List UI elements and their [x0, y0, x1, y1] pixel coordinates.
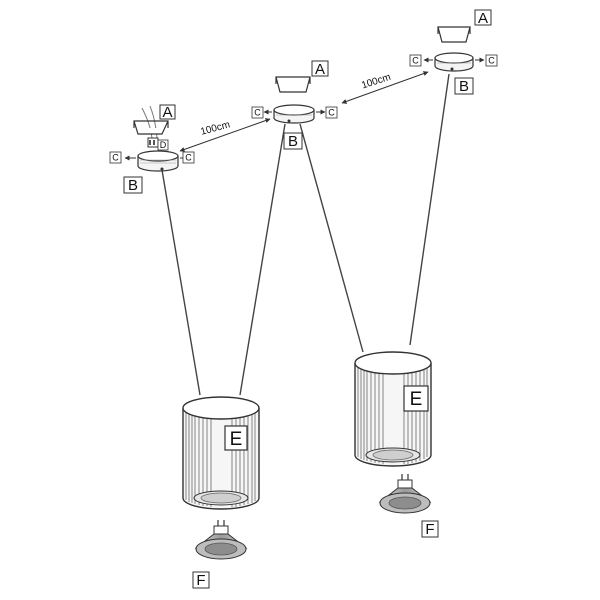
label-shade-right: E	[403, 385, 429, 412]
label-shade-left: E	[224, 425, 248, 451]
canopy-right	[434, 52, 474, 72]
mounting-bracket-middle	[275, 76, 311, 93]
label-text: B	[288, 133, 298, 150]
label-text: C	[412, 56, 419, 66]
label-text: A	[162, 104, 172, 121]
label-bracket-right: A	[474, 9, 492, 27]
label-text: D	[160, 140, 167, 150]
label-canopy-left: B	[123, 176, 143, 194]
label-text: B	[128, 177, 138, 194]
dimension-right: 100cm	[341, 71, 429, 104]
label-text: C	[254, 108, 261, 118]
label-text: E	[230, 429, 243, 450]
suspension-cables	[161, 73, 450, 396]
label-text: A	[478, 10, 488, 27]
label-text: C	[112, 153, 119, 163]
label-bracket-left: A	[159, 104, 176, 121]
spacing-label-left: 100cm	[199, 119, 231, 137]
label-screw-right-a: C	[409, 54, 422, 67]
label-screw-middle-b: C	[325, 106, 338, 119]
label-bulb-right: F	[421, 520, 439, 538]
label-text: F	[425, 521, 434, 538]
mounting-bracket-left	[133, 120, 169, 135]
label-screw-middle-a: C	[251, 106, 264, 119]
label-text: F	[196, 572, 205, 589]
canopy-middle	[273, 104, 315, 124]
label-screw-left-a: C	[109, 151, 122, 164]
dimension-left: 100cm	[179, 118, 271, 152]
left-ceiling-mount: A D C C B	[109, 104, 195, 194]
shade-right: E	[354, 351, 432, 467]
label-text: C	[488, 56, 495, 66]
spacing-label-right: 100cm	[360, 72, 392, 92]
bulb-left: F	[192, 520, 248, 589]
label-canopy-middle: B	[283, 132, 303, 150]
mounting-bracket-right	[437, 26, 471, 43]
label-text: A	[315, 61, 325, 78]
label-text: E	[410, 389, 423, 410]
label-bracket-middle: A	[311, 60, 329, 78]
label-text: B	[459, 78, 469, 95]
right-ceiling-mount: A C C B	[409, 9, 498, 95]
bulb-right: F	[378, 474, 439, 538]
label-connector: D	[157, 139, 169, 151]
cable-middle-canopy-to-right-shade	[299, 123, 364, 353]
cable-middle-canopy-to-left-shade	[239, 123, 286, 396]
label-text: C	[185, 153, 192, 163]
label-screw-right-b: C	[485, 54, 498, 67]
cable-left-canopy-to-left-shade	[161, 169, 201, 396]
canopy-left	[137, 150, 179, 172]
label-bulb-left: F	[192, 571, 210, 589]
label-text: C	[328, 108, 335, 118]
label-canopy-right: B	[454, 77, 474, 95]
cable-right-canopy-to-right-shade	[409, 73, 450, 346]
label-screw-left-b: C	[182, 151, 195, 164]
shade-left: E	[182, 396, 260, 510]
middle-ceiling-mount: A C C B	[251, 60, 338, 150]
